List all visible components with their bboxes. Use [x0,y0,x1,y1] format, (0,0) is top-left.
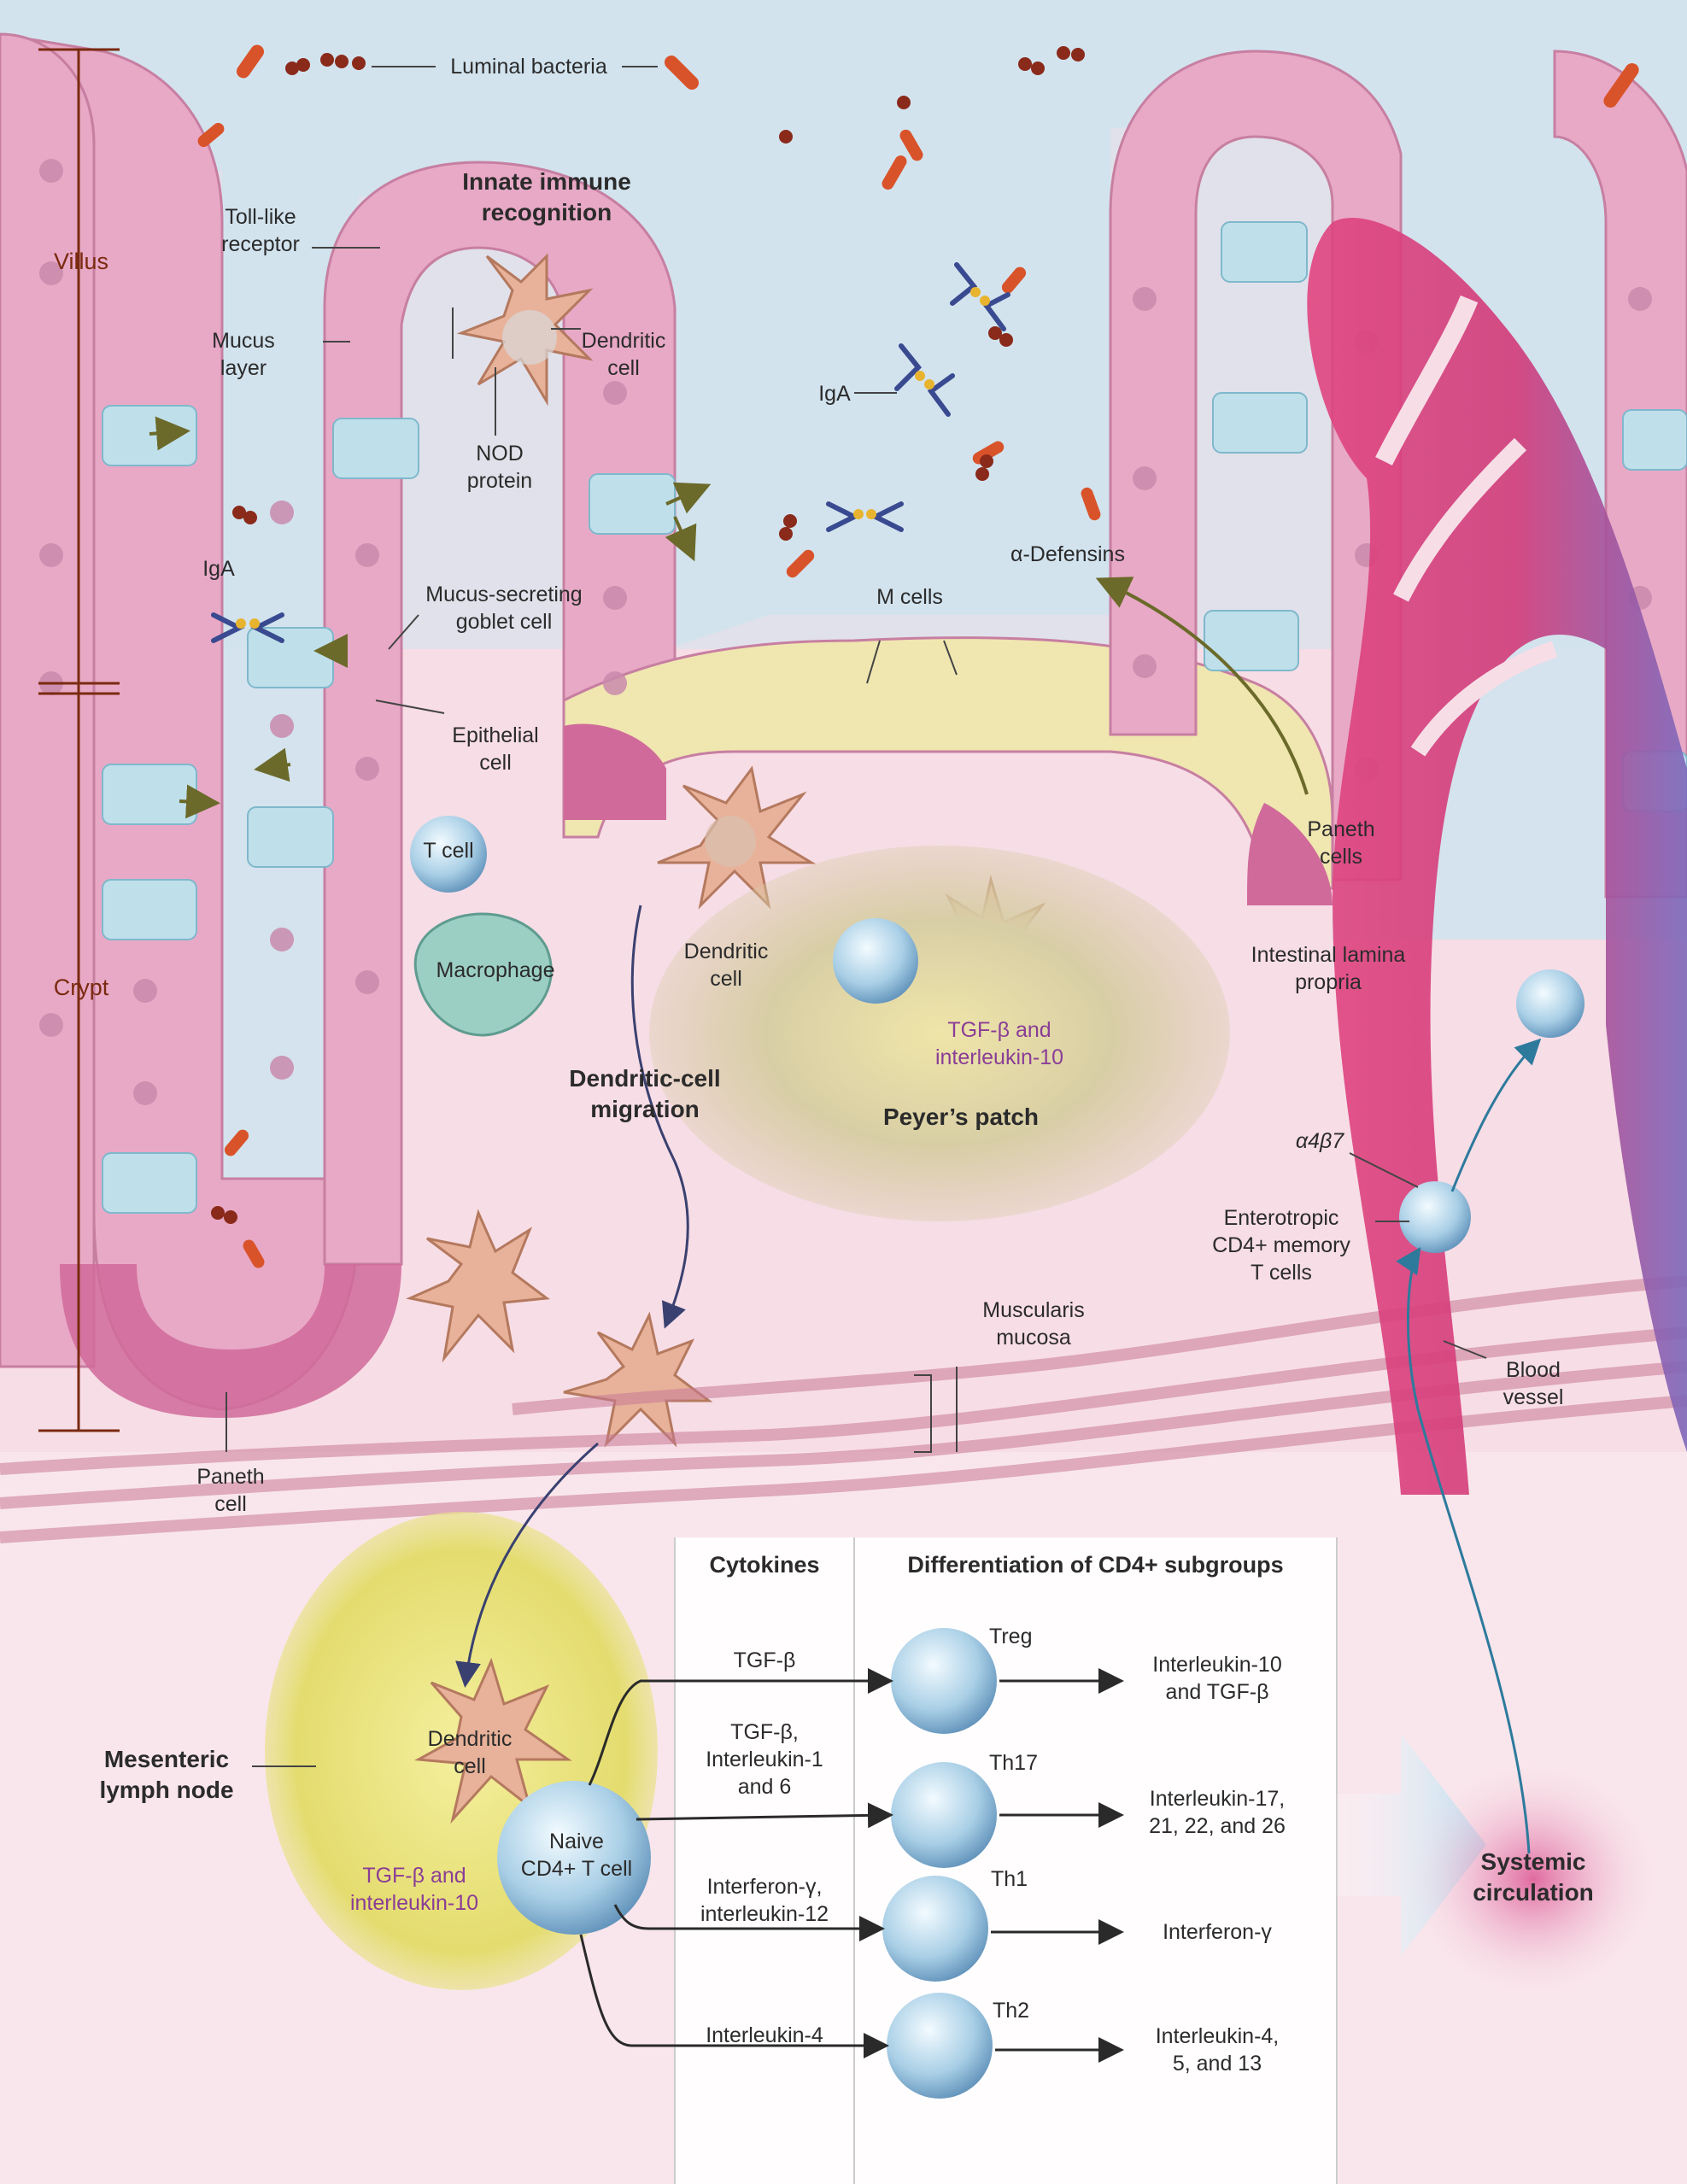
center-villus [323,161,677,1266]
tgf-il10-peyer-label: TGF-β and interleukin-10 [934,1018,1064,1069]
subgroup-treg: Treg [989,1625,1033,1648]
intestinal-lamina-propria-label: Intestinal lamina propria [1251,943,1406,994]
dc-migration-label: Dendritic-cell migration [569,1065,721,1122]
cytokine-row-4: Interleukin-4 [706,2023,823,2047]
toll-like-receptor-label: Toll-like receptor [221,205,300,256]
epithelial-cell-label: Epithelial cell [452,723,539,775]
cytokines-header: Cytokines [709,1552,820,1578]
m-cells-label: M cells [876,585,943,609]
luminal-bacteria-label: Luminal bacteria [450,55,607,79]
th1-cell [882,1876,988,1982]
subgroup-th2: Th2 [993,1999,1030,2023]
iga-center-label: IgA [818,382,851,406]
muscularis-mucosa [0,1275,1687,1543]
tgf-il10-ln-label: TGF-β and interleukin-10 [349,1864,479,1915]
dendritic-cell-mid [657,765,817,910]
treg-cell [891,1628,997,1734]
dendritic-cell-top [456,253,594,407]
dendritic-cell-mid-label: Dendritic cell [683,940,769,991]
differentiation-header: Differentiation of CD4+ subgroups [907,1552,1284,1578]
output-row-1: Interleukin-10 and TGF-β [1152,1653,1282,1704]
mucus-layer-label: Mucus layer [212,329,275,380]
right-villus [1109,50,1403,881]
nod-protein-label: NOD protein [466,442,533,493]
cytokine-row-1: TGF-β [733,1648,796,1672]
macrophage [413,912,553,1037]
enterotropic-label: Enterotropic CD4+ memory T cells [1212,1206,1350,1285]
villus-crypt-scale [38,48,120,1432]
dendritic-cell-ln-label: Dendritic cell [427,1727,513,1778]
peyers-patch-label: Peyer’s patch [882,1104,1040,1130]
mucus-secreting-label: Mucus-secreting goblet cell [425,583,583,634]
cytokines-panel [675,1537,854,2184]
muscularis-label: Muscularis mucosa [982,1298,1085,1350]
systemic-circulation-glow [1405,1759,1661,1999]
subgroup-th1: Th1 [991,1867,1028,1891]
villus-label: Villus [53,249,109,274]
dendritic-cell-top-label: Dendritic cell [581,329,666,380]
alpha-defensins-label: α-Defensins [1010,542,1125,566]
t-cell-label: T cell [423,839,474,863]
peyers-patch [649,846,1230,1221]
a4b7-label: α4β7 [1295,1129,1344,1153]
naive-cd4-label: Naive CD4+ T cell [520,1830,633,1881]
cytokine-row-2: TGF-β, Interleukin-1 and 6 [706,1720,823,1799]
paneth-cells-right-label: Paneth cells [1307,817,1375,869]
crypt-label: Crypt [53,975,109,1000]
paneth-cell-left-label: Paneth cell [196,1465,265,1516]
t-cell [410,816,487,893]
mesenteric-lymph-node-label: Mesenteric lymph node [99,1746,234,1803]
output-row-2: Interleukin-17, 21, 22, and 26 [1149,1787,1286,1838]
systemic-circulation-label: Systemic circulation [1473,1848,1594,1906]
naive-cd4-t-cell [497,1781,651,1935]
innate-immune-label: Innate immune recognition [462,168,631,225]
blood-vessel [1307,218,1687,1495]
iga-left-label: IgA [202,557,235,581]
th17-cell [891,1762,997,1868]
subgroup-th17: Th17 [989,1751,1038,1775]
output-row-4: Interleukin-4, 5, and 13 [1155,2024,1280,2076]
macrophage-label: Macrophage [436,958,555,982]
blood-vessel-label: Blood vessel [1502,1358,1564,1409]
th2-cell [887,1993,993,2099]
output-row-3: Interferon-γ [1163,1920,1272,1944]
cytokine-row-3: Interferon-γ, interleukin-12 [700,1875,829,1926]
